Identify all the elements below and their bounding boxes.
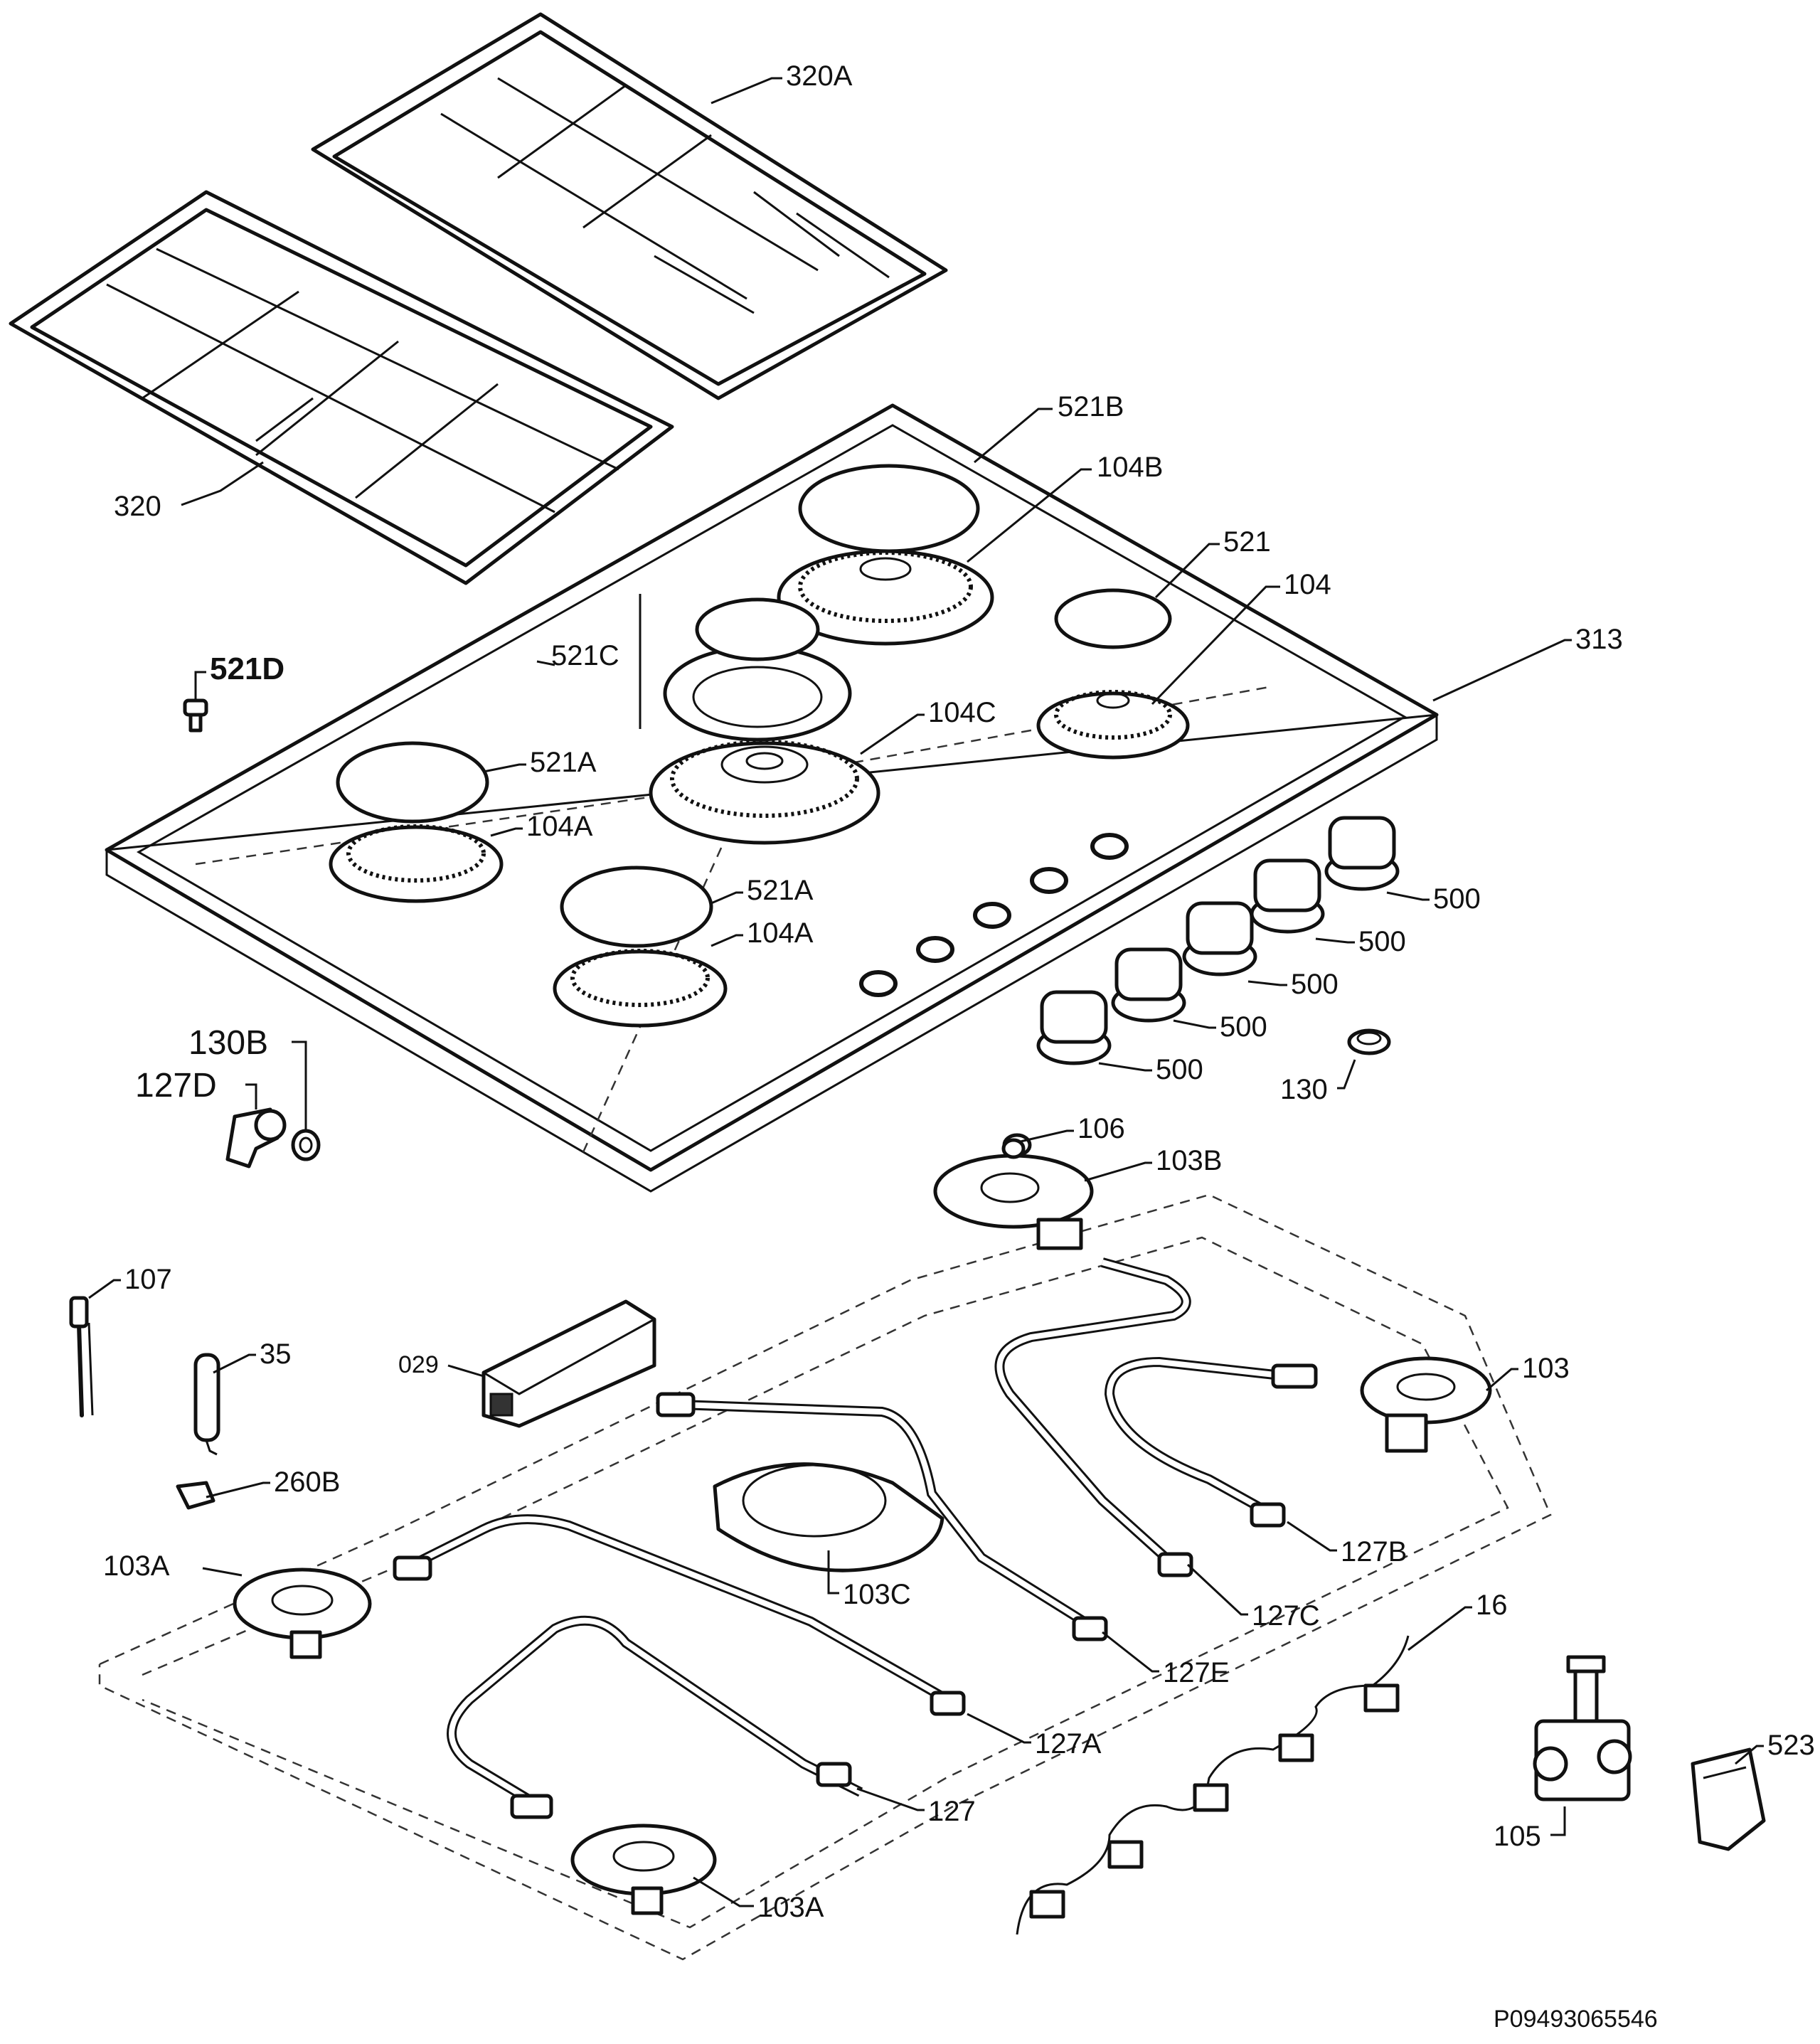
gas-pipe-127a[interactable] — [410, 1514, 963, 1712]
burner-body-103a-left[interactable] — [233, 1567, 372, 1659]
label-103c: 103C — [843, 1579, 911, 1610]
label-104a-1: 104A — [526, 811, 593, 842]
thermocouple-107[interactable] — [69, 1296, 94, 1417]
label-16: 16 — [1476, 1590, 1508, 1621]
label-107: 107 — [124, 1264, 172, 1295]
knob-500-1[interactable] — [1324, 816, 1400, 891]
clip-523[interactable] — [1691, 1747, 1766, 1851]
burner-body-103[interactable] — [1360, 1356, 1492, 1453]
label-500-3: 500 — [1291, 969, 1339, 1000]
knob-500-2[interactable] — [1250, 858, 1325, 934]
label-500-2: 500 — [1358, 926, 1406, 957]
label-103a-2: 103A — [757, 1892, 824, 1923]
label-521c: 521C — [551, 640, 619, 671]
pan-support-320a[interactable] — [311, 12, 948, 400]
burner-cap-521[interactable] — [1054, 588, 1172, 649]
label-521: 521 — [1223, 526, 1271, 558]
label-029: 029 — [398, 1351, 439, 1378]
pipe-fittings — [393, 1363, 1318, 1819]
label-521d: 521D — [210, 651, 284, 686]
leader-lines — [88, 77, 1764, 1907]
switch-harness-16[interactable] — [1016, 1635, 1410, 1935]
label-104b: 104B — [1097, 452, 1163, 483]
ignition-module-029[interactable] — [481, 1299, 656, 1428]
burner-104c[interactable] — [649, 740, 880, 845]
label-500-1: 500 — [1433, 883, 1481, 915]
gas-pipe-127e[interactable] — [678, 1400, 1098, 1633]
label-523: 523 — [1767, 1730, 1815, 1761]
label-521b: 521B — [1058, 391, 1124, 422]
label-130b: 130B — [188, 1024, 268, 1062]
label-103b: 103B — [1156, 1145, 1222, 1176]
burner-104a-left[interactable] — [329, 824, 504, 903]
label-127a: 127A — [1035, 1728, 1102, 1760]
burner-104[interactable] — [1036, 690, 1190, 760]
label-103: 103 — [1522, 1353, 1570, 1384]
burner-cap-521a-front[interactable] — [560, 866, 713, 948]
label-35: 35 — [260, 1338, 292, 1370]
gas-pipe-127b[interactable] — [1104, 1356, 1288, 1520]
label-104a-2: 104A — [747, 917, 814, 949]
electrode-35[interactable] — [193, 1353, 220, 1456]
burner-body-103c[interactable] — [713, 1462, 944, 1572]
label-260b: 260B — [274, 1467, 340, 1498]
label-521a-1: 521A — [530, 747, 597, 778]
knob-500-5[interactable] — [1036, 990, 1112, 1065]
label-320: 320 — [114, 491, 161, 522]
label-127e: 127E — [1163, 1657, 1229, 1688]
gas-tap-105[interactable] — [1533, 1655, 1632, 1801]
label-127b: 127B — [1341, 1536, 1407, 1567]
burner-cap-521c-ring[interactable] — [663, 645, 852, 742]
label-320a: 320A — [786, 60, 853, 92]
base-tray — [98, 1193, 1552, 1961]
label-130: 130 — [1280, 1074, 1328, 1105]
label-105: 105 — [1494, 1821, 1541, 1852]
screw-521d[interactable] — [183, 698, 208, 733]
label-313: 313 — [1575, 624, 1623, 655]
washer-130b[interactable] — [291, 1129, 321, 1161]
elbow-127d[interactable] — [225, 1107, 287, 1169]
clip-260b[interactable] — [176, 1481, 215, 1510]
knob-500-4[interactable] — [1111, 947, 1186, 1023]
pan-support-320[interactable] — [9, 190, 674, 585]
knob-holes — [859, 833, 1129, 997]
gas-pipe-127[interactable] — [447, 1615, 863, 1811]
burner-cap-521a-left[interactable] — [336, 741, 489, 824]
label-127: 127 — [928, 1796, 976, 1827]
label-127d: 127D — [135, 1067, 217, 1104]
gas-pipe-127c[interactable] — [994, 1257, 1191, 1569]
knob-500-3[interactable] — [1182, 901, 1257, 976]
label-500-5: 500 — [1156, 1054, 1203, 1085]
burner-cap-521c-center[interactable] — [695, 597, 820, 661]
drawing-code: P09493065546 — [1494, 2006, 1658, 2033]
label-104c: 104C — [928, 697, 996, 728]
label-104: 104 — [1284, 569, 1331, 600]
label-500-4: 500 — [1220, 1011, 1267, 1043]
label-127c: 127C — [1252, 1600, 1320, 1632]
burner-104a-front[interactable] — [553, 949, 728, 1028]
injector-106[interactable] — [1001, 1138, 1026, 1159]
label-106: 106 — [1077, 1113, 1125, 1144]
burner-body-103a-front[interactable] — [570, 1824, 717, 1915]
spring-130[interactable] — [1347, 1028, 1391, 1055]
label-103a-1: 103A — [103, 1550, 170, 1582]
label-521a-2: 521A — [747, 875, 814, 906]
burner-cap-521b[interactable] — [798, 464, 980, 553]
